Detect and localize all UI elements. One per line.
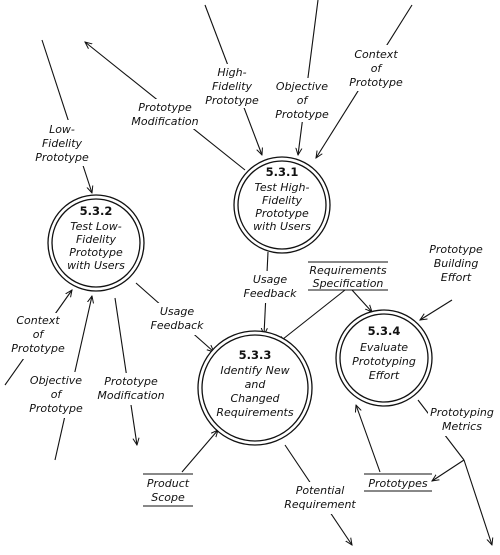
flow-objective-of-prototype-top xyxy=(298,0,319,155)
store-requirements-specification[interactable]: Requirements Specification xyxy=(308,261,388,291)
process-533-id: 5.3.3 xyxy=(239,348,272,362)
flow-prototype-building-effort xyxy=(420,299,453,320)
label-objective-top-1: Objective xyxy=(276,80,328,93)
label-building-effort-1: Prototype xyxy=(429,243,483,256)
process-532-line-4: with Users xyxy=(67,259,125,272)
flow-metrics-out xyxy=(463,459,492,545)
process-531-line-1: Test High- xyxy=(255,181,310,194)
store-prototypes-label: Prototypes xyxy=(368,477,428,490)
label-objective-left-2: of xyxy=(51,388,64,401)
label-objective-top-2: of xyxy=(297,94,310,107)
process-532[interactable]: 5.3.2 Test Low- Fidelity Prototype with … xyxy=(47,194,145,292)
label-usage-feedback-531-1: Usage xyxy=(253,273,288,286)
process-533-line-2: and xyxy=(245,378,267,391)
label-prototyping-metrics-2: Metrics xyxy=(442,420,482,433)
label-context-top-1: Context xyxy=(354,48,398,61)
label-context-left-2: of xyxy=(33,328,46,341)
process-534-line-3: Effort xyxy=(369,369,400,382)
flow-requirements-to-533 xyxy=(278,289,346,343)
flow-metrics-to-prototypes xyxy=(432,459,465,481)
label-prototype-modification-top-2: Modification xyxy=(131,115,198,128)
store-requirements-line-2: Specification xyxy=(313,277,384,290)
label-high-fidelity-1: High- xyxy=(217,66,246,79)
label-context-left-3: Prototype xyxy=(11,342,65,355)
flow-low-fidelity-prototype xyxy=(41,39,92,193)
process-532-line-1: Test Low- xyxy=(70,220,122,233)
process-532-line-2: Fidelity xyxy=(76,233,117,246)
label-prototype-modification-bottom-2: Modification xyxy=(97,389,164,402)
label-building-effort-3: Effort xyxy=(441,271,472,284)
label-prototyping-metrics-1: Prototyping xyxy=(430,406,494,419)
label-usage-feedback-532-2: Feedback xyxy=(151,319,205,332)
flow-product-scope xyxy=(181,430,218,473)
process-533-line-3: Changed xyxy=(230,392,280,405)
label-low-fidelity-1: Low- xyxy=(49,123,75,136)
label-context-top-2: of xyxy=(371,62,384,75)
process-533[interactable]: 5.3.3 Identify New and Changed Requireme… xyxy=(197,330,313,446)
label-objective-left-1: Objective xyxy=(30,374,82,387)
process-531-line-4: with Users xyxy=(253,220,311,233)
process-531-id: 5.3.1 xyxy=(266,165,299,179)
store-prototypes[interactable]: Prototypes xyxy=(364,473,432,492)
store-requirements-line-1: Requirements xyxy=(309,264,386,277)
label-high-fidelity-2: Fidelity xyxy=(212,80,253,93)
label-high-fidelity-3: Prototype xyxy=(205,94,259,107)
flow-labels: High- Fidelity Prototype Objective of Pr… xyxy=(6,45,496,514)
flow-prototypes-to-534 xyxy=(356,405,381,473)
process-532-id: 5.3.2 xyxy=(80,204,113,218)
flow-requirements-to-534 xyxy=(351,289,372,312)
store-product-scope[interactable]: Product Scope xyxy=(143,473,193,507)
process-534[interactable]: 5.3.4 Evaluate Prototyping Effort xyxy=(335,309,433,407)
label-low-fidelity-2: Fidelity xyxy=(42,137,83,150)
process-534-line-2: Prototyping xyxy=(352,355,416,368)
process-531-line-3: Prototype xyxy=(255,207,309,220)
label-usage-feedback-531-2: Feedback xyxy=(244,287,298,300)
label-usage-feedback-532-1: Usage xyxy=(160,305,195,318)
label-objective-left-3: Prototype xyxy=(29,402,83,415)
label-prototype-modification-bottom-1: Prototype xyxy=(104,375,158,388)
process-534-id: 5.3.4 xyxy=(368,324,401,338)
process-531[interactable]: 5.3.1 Test High- Fidelity Prototype with… xyxy=(233,156,331,254)
label-context-left-1: Context xyxy=(16,314,60,327)
label-prototype-modification-top-1: Prototype xyxy=(138,101,192,114)
store-product-scope-line-2: Scope xyxy=(151,491,185,504)
process-534-line-1: Evaluate xyxy=(360,341,408,354)
process-533-line-4: Requirements xyxy=(216,406,293,419)
process-532-line-3: Prototype xyxy=(69,246,123,259)
process-531-line-2: Fidelity xyxy=(262,194,303,207)
process-533-line-1: Identify New xyxy=(220,364,289,377)
store-product-scope-line-1: Product xyxy=(147,477,190,490)
label-potential-requirement-2: Requirement xyxy=(284,498,356,511)
label-low-fidelity-3: Prototype xyxy=(35,151,89,164)
label-objective-top-3: Prototype xyxy=(275,108,329,121)
label-potential-requirement-1: Potential xyxy=(296,484,345,497)
flow-prototype-modification-bottom xyxy=(114,297,137,445)
label-context-top-3: Prototype xyxy=(349,76,403,89)
label-building-effort-2: Building xyxy=(434,257,479,270)
